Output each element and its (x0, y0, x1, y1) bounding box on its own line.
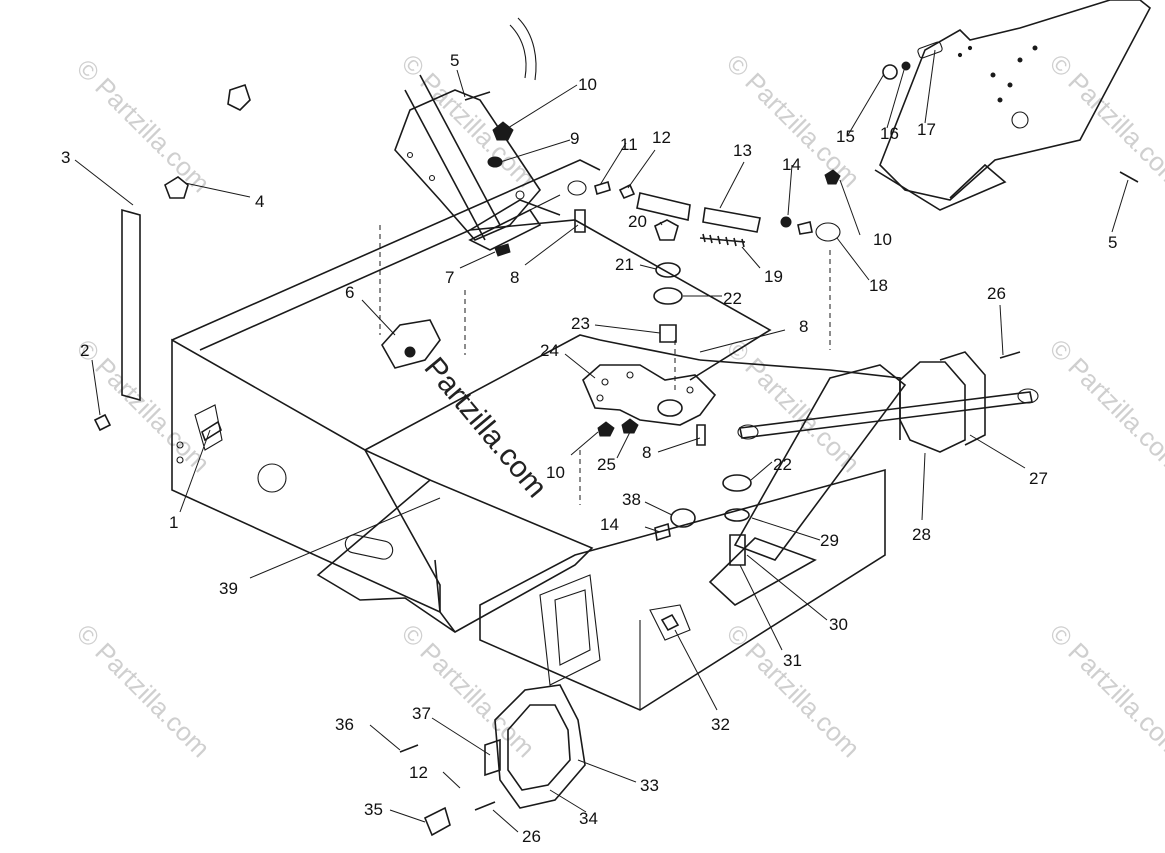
callout-23: 23 (571, 314, 590, 333)
callout-10-lower: 10 (546, 463, 565, 482)
callout-5-top: 5 (450, 51, 459, 70)
callout-30: 30 (829, 615, 848, 634)
callout-26-right: 26 (987, 284, 1006, 303)
callout-36: 36 (335, 715, 354, 734)
callout-35: 35 (364, 800, 383, 819)
callout-24: 24 (540, 341, 559, 360)
callout-18: 18 (869, 276, 888, 295)
callout-39: 39 (219, 579, 238, 598)
callout-25: 25 (597, 455, 616, 474)
callout-37: 37 (412, 704, 431, 723)
callout-5-right: 5 (1108, 233, 1117, 252)
callout-4: 4 (255, 192, 264, 211)
watermark-8: © Partzilla.com (71, 618, 216, 763)
callout-33: 33 (640, 776, 659, 795)
callout-17: 17 (917, 120, 936, 139)
callout-labels: 1 2 3 4 5 5 6 7 8 8 8 9 10 10 10 11 12 1… (61, 51, 1117, 846)
callout-32: 32 (711, 715, 730, 734)
callout-13: 13 (733, 141, 752, 160)
watermark-7: © Partzilla.com (1044, 333, 1165, 478)
callout-15: 15 (836, 127, 855, 146)
watermark-11: © Partzilla.com (1044, 618, 1165, 763)
callout-29: 29 (820, 531, 839, 550)
watermark-6: © Partzilla.com (721, 333, 866, 478)
watermark-1: © Partzilla.com (71, 53, 216, 198)
steering-post-drawing (394, 17, 561, 251)
callout-19: 19 (764, 267, 783, 286)
callout-12-lower: 12 (409, 763, 428, 782)
callout-10-right: 10 (873, 230, 892, 249)
chassis-drawing (171, 159, 907, 711)
callout-1: 1 (169, 513, 178, 532)
callout-9: 9 (570, 129, 579, 148)
callout-28: 28 (912, 525, 931, 544)
callout-20: 20 (628, 212, 647, 231)
callout-14-lower: 14 (600, 515, 619, 534)
watermark-center: Partzilla.com (418, 351, 554, 504)
callout-22-top: 22 (723, 289, 742, 308)
callout-26-lower: 26 (522, 827, 541, 846)
callout-27: 27 (1029, 469, 1048, 488)
watermark-10: © Partzilla.com (721, 618, 866, 763)
callout-8-upper: 8 (510, 268, 519, 287)
callout-6: 6 (345, 283, 354, 302)
callout-22-lower: 22 (773, 455, 792, 474)
upper-right-panel-drawing (874, 0, 1152, 211)
callout-16: 16 (880, 124, 899, 143)
callout-8-lower: 8 (642, 443, 651, 462)
watermark-4: © Partzilla.com (1044, 48, 1165, 193)
leader-lines (74, 49, 1129, 833)
callout-38: 38 (622, 490, 641, 509)
callout-8-right: 8 (799, 317, 808, 336)
callout-10-top: 10 (578, 75, 597, 94)
callout-14-top: 14 (782, 155, 801, 174)
watermark-5: © Partzilla.com (71, 333, 216, 478)
callout-7: 7 (445, 268, 454, 287)
callout-12-top: 12 (652, 128, 671, 147)
callout-11: 11 (620, 135, 638, 154)
callout-31: 31 (783, 651, 802, 670)
callout-3: 3 (61, 148, 70, 167)
callout-34: 34 (579, 809, 598, 828)
callout-21: 21 (615, 255, 634, 274)
small-parts-drawing (93, 61, 1139, 837)
callout-2: 2 (80, 341, 89, 360)
